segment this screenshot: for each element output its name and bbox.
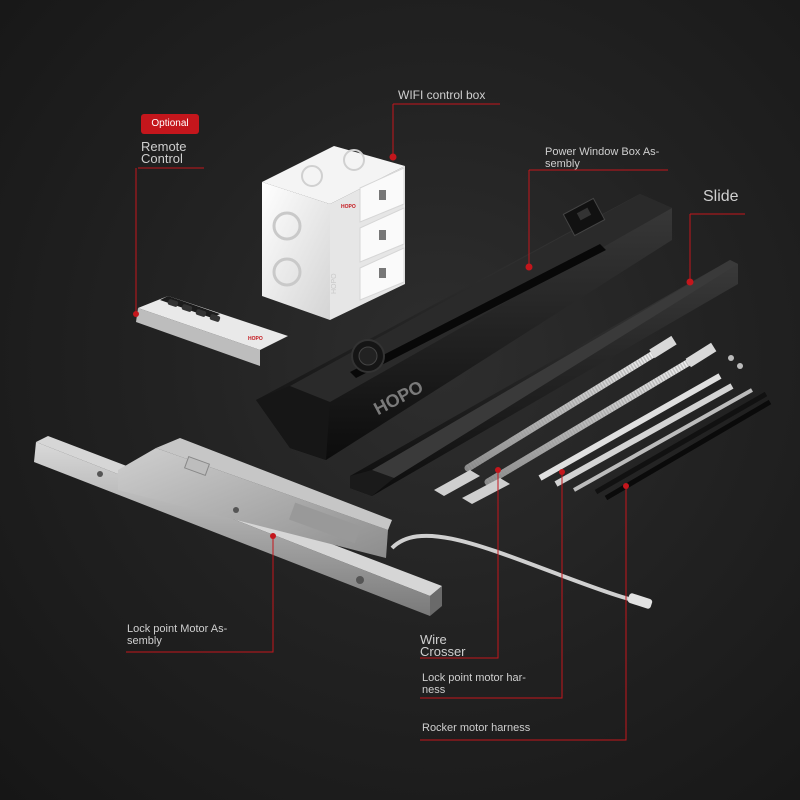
box-side-text: HOPO [331,273,338,294]
slide-label: Slide [703,188,739,205]
lock-point-motor [34,436,442,616]
wifi-control-box: HOPO HOPO [262,146,405,320]
harness-rods [434,335,772,504]
remote-control: HOPO [136,296,288,366]
rocker-harness-callout [420,486,627,741]
power-window-box-label: Power Window Box As- sembly [545,146,660,170]
wire-crosser-cable [390,533,653,609]
lock-motor-callout [126,536,274,653]
wifi-control-box-label: WIFI control box [398,88,486,102]
remote-logo: HOPO [248,336,263,342]
lock-point-harness-label: Lock point motor har- ness [422,672,526,696]
switch-panels [359,167,405,301]
rocker-harness-label: Rocker motor harness [422,722,531,734]
slide-rail [350,260,738,496]
box-logo: HOPO [341,204,356,210]
optional-badge: Optional [141,114,199,134]
flexible-shaft-1 [464,335,677,472]
power-window-box: HOPO [256,194,672,460]
lock-point-motor-label: Lock point Motor As- sembly [127,623,228,647]
remote-control-label: Remote Control [141,139,187,166]
lock-harness-callout [420,472,563,699]
wire-crosser-label: Wire Crosser [420,632,466,659]
callout-dots [133,153,694,539]
callout-lines [126,103,745,741]
flexible-shaft-2 [484,342,717,486]
wire-crosser-callout [420,470,499,659]
